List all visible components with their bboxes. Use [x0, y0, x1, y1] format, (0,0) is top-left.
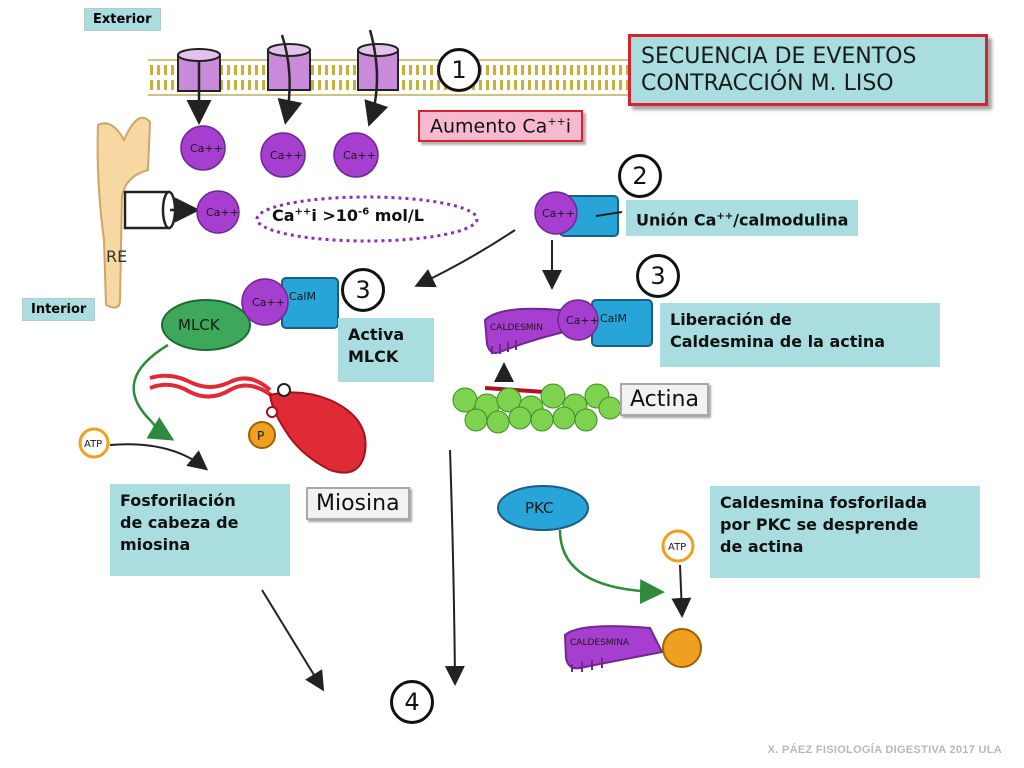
- svg-text:MLCK: MLCK: [178, 316, 221, 334]
- sarcoplasmic-reticulum: RE: [96, 116, 152, 309]
- caldesmin-complex: CALDESMIN CalM Ca++: [483, 299, 653, 382]
- phosphorylated-caldesmin: CALDESMINA: [563, 625, 702, 672]
- fosforilacion-label: Fosforilación de cabeza de miosina: [110, 484, 290, 576]
- step-number-3a: 3: [341, 268, 385, 312]
- arrow-to-mlck: [414, 229, 516, 288]
- step-number-1: 1: [437, 48, 481, 92]
- atp-left: ATP: [78, 427, 209, 471]
- actina-label: Actina: [620, 383, 709, 416]
- svg-text:Ca++: Ca++: [206, 206, 239, 219]
- svg-text:Ca++: Ca++: [252, 296, 285, 309]
- actin-filament: [452, 383, 622, 434]
- liberacion-label: Liberación de Caldesmina de la actina: [660, 303, 940, 367]
- svg-text:ATP: ATP: [84, 439, 102, 450]
- title-line-2: CONTRACCIÓN M. LISO: [641, 71, 894, 96]
- atp-right: ATP: [661, 529, 695, 618]
- activa-mlck-label: Activa MLCK: [338, 318, 434, 382]
- step-number-2: 2: [618, 154, 662, 198]
- svg-text:CalM: CalM: [289, 290, 316, 303]
- page-title: SECUENCIA DE EVENTOS CONTRACCIÓN M. LISO: [628, 34, 988, 106]
- svg-text:Ca++: Ca++: [190, 142, 223, 155]
- arrow-left-down: [261, 589, 325, 692]
- svg-text:P: P: [257, 429, 264, 443]
- green-arrow-mlck: [132, 343, 175, 441]
- svg-text:CALDESMINA: CALDESMINA: [570, 638, 630, 648]
- calcium-ion-1: Ca++: [180, 125, 226, 171]
- threshold-label: Ca++i >10-6 mol/L: [272, 206, 424, 225]
- svg-text:Ca++: Ca++: [270, 149, 303, 162]
- step-number-4: 4: [390, 680, 434, 724]
- union-label: Unión Ca++/calmodulina: [626, 200, 859, 236]
- title-line-1: SECUENCIA DE EVENTOS: [641, 44, 917, 69]
- interior-tag: Interior: [22, 298, 96, 321]
- exterior-tag: Exterior: [84, 8, 161, 31]
- svg-text:CALDESMIN: CALDESMIN: [490, 323, 543, 333]
- svg-text:Ca++: Ca++: [343, 149, 376, 162]
- svg-text:CalM: CalM: [600, 312, 627, 325]
- miosina-label: Miosina: [306, 487, 410, 520]
- calcium-channel-2: [267, 34, 311, 125]
- calcium-channel-1: [177, 48, 221, 125]
- svg-text:Ca++: Ca++: [542, 207, 575, 220]
- calcium-ion-4: Ca++: [196, 190, 240, 234]
- threshold-ellipse: [255, 195, 479, 243]
- pkc-enzyme: PKC: [497, 485, 665, 605]
- reticulum-channel: [123, 190, 200, 230]
- mlck-complex: MLCK CalM Ca++: [161, 277, 339, 351]
- phosphate: P: [248, 421, 276, 449]
- svg-text:PKC: PKC: [525, 499, 554, 517]
- calcium-channel-3: [357, 29, 399, 127]
- svg-text:Ca++: Ca++: [566, 314, 599, 327]
- calcium-calmodulin-complex: Ca++: [534, 191, 623, 237]
- svg-text:ATP: ATP: [668, 542, 686, 553]
- caldesmina-fosforilada-label: Caldesmina fosforilada por PKC se despre…: [710, 486, 980, 578]
- footer-credit: X. PÁEZ FISIOLOGÍA DIGESTIVA 2017 ULA: [767, 744, 1002, 756]
- step-number-3b: 3: [636, 254, 680, 298]
- arrow-center-down: [444, 449, 465, 686]
- myosin: [149, 373, 367, 474]
- svg-text:RE: RE: [106, 247, 127, 266]
- calcium-ion-2: Ca++: [260, 132, 306, 178]
- calcium-ion-3: Ca++: [333, 132, 379, 178]
- aumento-calcio-label: Aumento Ca++i: [418, 110, 584, 143]
